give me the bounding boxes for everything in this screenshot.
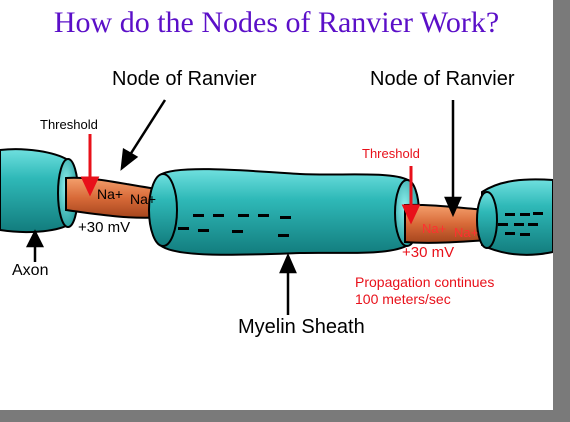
slide-title: How do the Nodes of Ranvier Work?: [53, 6, 500, 39]
arrow-node-left: [120, 99, 167, 171]
arrow-threshold-left: [80, 134, 100, 197]
label-threshold-right: Threshold: [362, 146, 420, 161]
label-threshold-left: Threshold: [40, 117, 98, 132]
myelin-segment-center: [159, 168, 409, 256]
label-voltage-right: +30 mV: [402, 244, 455, 261]
arrow-myelin: [279, 252, 297, 315]
label-na-left-2: Na+: [130, 191, 157, 207]
myelin-end-right: [476, 191, 498, 249]
label-na-left-1: Na+: [97, 186, 124, 202]
myelin-end-center-left: [148, 173, 178, 247]
label-node-left: Node of Ranvier: [112, 68, 257, 90]
label-myelin-sheath: Myelin Sheath: [238, 316, 365, 338]
label-na-right-2: Na+: [454, 225, 479, 240]
label-node-right: Node of Ranvier: [370, 68, 515, 90]
negative-charges-center: [178, 214, 291, 237]
slide: How do the Nodes of Ranvier Work? Node o…: [0, 0, 553, 410]
label-voltage-left: +30 mV: [78, 219, 131, 236]
label-axon: Axon: [12, 262, 49, 279]
arrow-axon: [25, 229, 45, 262]
myelin-segment-right: [481, 178, 553, 256]
label-propagation-line2: 100 meters/sec: [355, 291, 451, 307]
label-propagation-line1: Propagation continues: [355, 274, 495, 290]
arrow-threshold-right: [401, 166, 421, 225]
negative-charges-right: [498, 212, 543, 236]
label-na-right-1: Na+: [422, 221, 447, 236]
diagram-art: [0, 99, 553, 315]
arrow-node-right: [444, 100, 462, 218]
